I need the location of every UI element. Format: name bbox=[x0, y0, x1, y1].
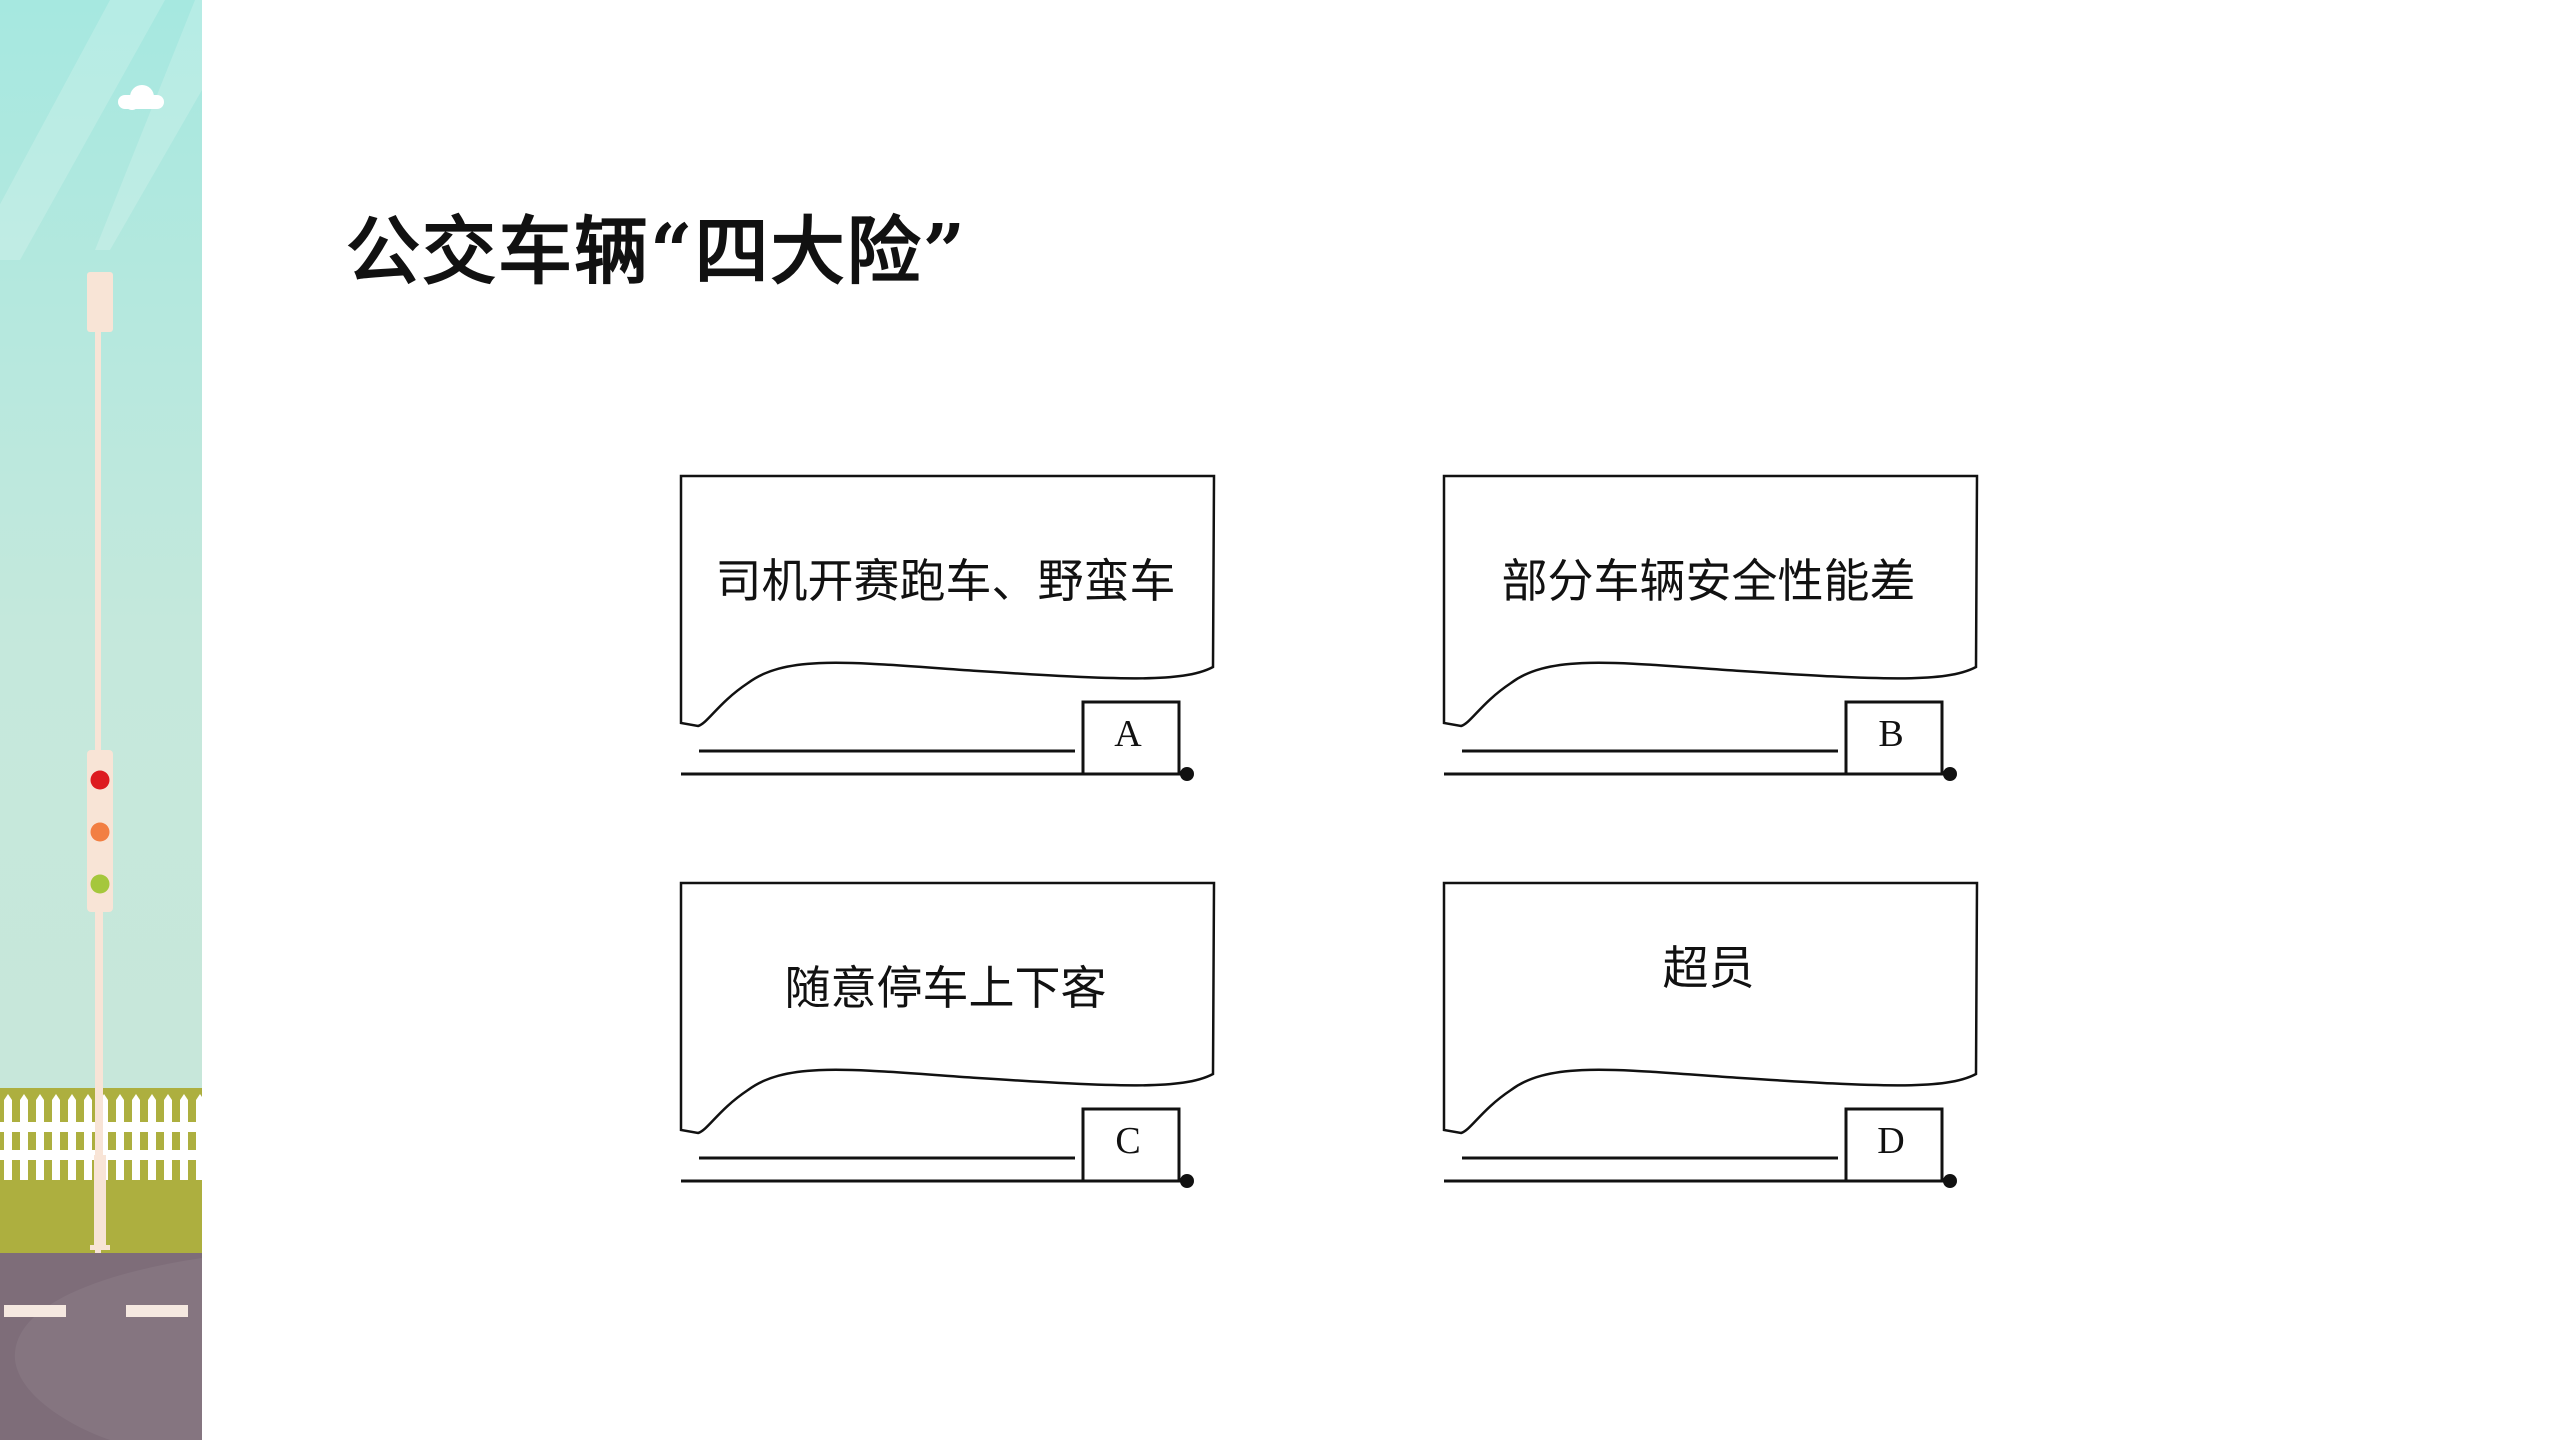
red-light-icon bbox=[90, 770, 110, 790]
option-letter: B bbox=[1878, 713, 1904, 755]
green-light-icon bbox=[90, 874, 110, 894]
option-card-d[interactable]: 超员 D bbox=[1441, 880, 2001, 1200]
page-title: 公交车辆“四大险” bbox=[346, 209, 968, 295]
card-outline bbox=[1442, 474, 1979, 781]
option-text: 部分车辆安全性能差 bbox=[1501, 554, 1916, 608]
card-outline bbox=[679, 474, 1216, 781]
option-letter: A bbox=[1114, 713, 1142, 755]
option-card-c[interactable]: 随意停车上下客 C bbox=[678, 880, 1238, 1200]
option-text: 超员 bbox=[1662, 941, 1755, 995]
option-text: 随意停车上下客 bbox=[784, 961, 1107, 1015]
card-outline bbox=[1442, 881, 1979, 1188]
option-card-a[interactable]: 司机开赛跑车、野蛮车 A bbox=[678, 473, 1238, 793]
decorative-street-illustration bbox=[0, 0, 202, 1440]
card-outline bbox=[679, 881, 1216, 1188]
cloud-icon bbox=[118, 85, 164, 110]
orange-light-icon bbox=[90, 822, 110, 842]
option-text: 司机开赛跑车、野蛮车 bbox=[715, 554, 1176, 608]
option-letter: C bbox=[1115, 1120, 1141, 1162]
option-card-b[interactable]: 部分车辆安全性能差 B bbox=[1441, 473, 2001, 793]
option-letter: D bbox=[1877, 1120, 1905, 1162]
